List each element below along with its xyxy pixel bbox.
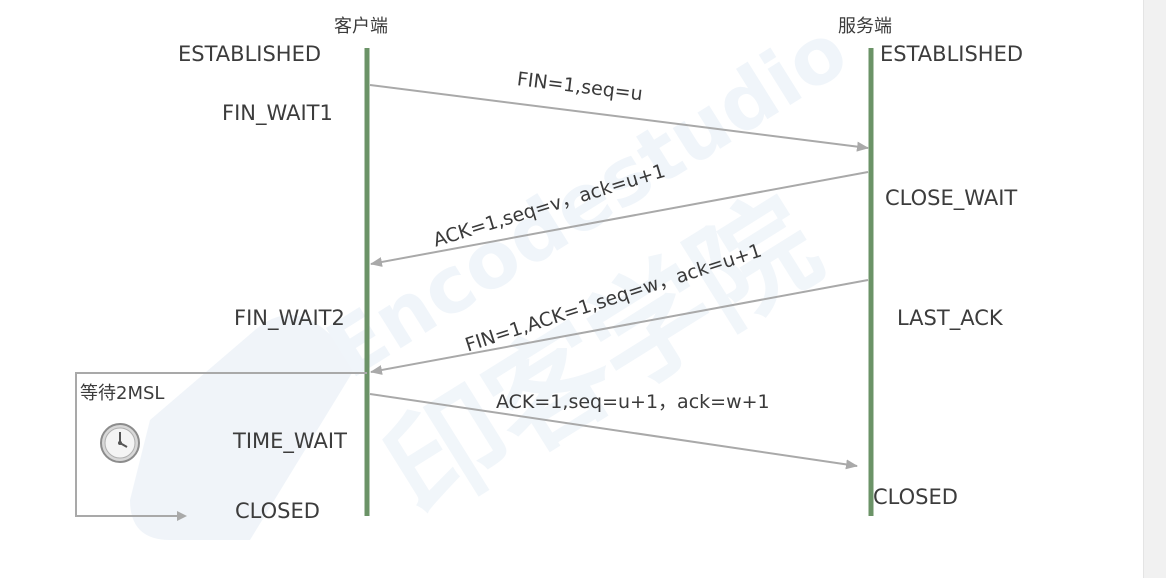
server-state-closed: CLOSED	[873, 485, 958, 509]
message-arrow-fin	[369, 84, 869, 152]
client-title: 客户端	[334, 16, 388, 37]
message-arrow-fin-ack	[370, 279, 869, 375]
clock-icon	[100, 423, 140, 463]
client-state-fin-wait2: FIN_WAIT2	[234, 306, 345, 330]
message-label-final-ack: ACK=1,seq=u+1，ack=w+1	[496, 391, 770, 413]
message-arrow-ack	[370, 171, 869, 267]
client-state-established: ESTABLISHED	[178, 42, 322, 66]
client-state-fin-wait1: FIN_WAIT1	[222, 101, 333, 125]
client-state-closed: CLOSED	[235, 499, 320, 523]
client-state-time-wait: TIME_WAIT	[233, 429, 347, 453]
side-panel-strip	[1143, 0, 1166, 578]
server-state-last-ack: LAST_ACK	[897, 306, 1003, 330]
server-state-established: ESTABLISHED	[880, 42, 1024, 66]
message-arrow-final-ack	[369, 393, 858, 470]
wait-bracket-arrowhead	[177, 511, 187, 521]
wait-bracket	[75, 372, 367, 517]
wait-label: 等待2MSL	[80, 383, 165, 404]
server-title: 服务端	[838, 16, 892, 37]
server-state-close-wait: CLOSE_WAIT	[885, 186, 1018, 210]
